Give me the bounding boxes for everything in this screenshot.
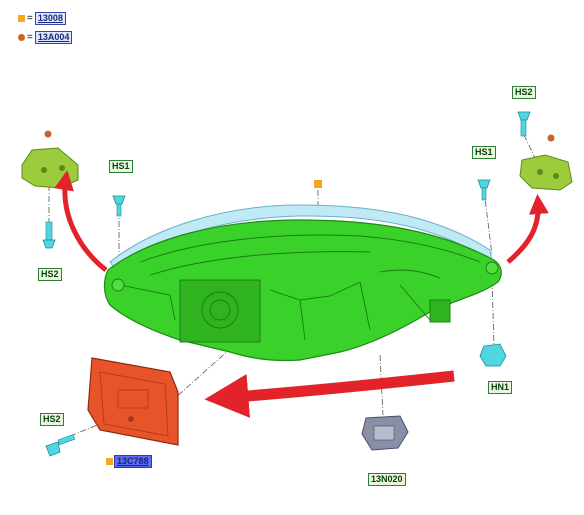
legend-equals: = [27,31,33,43]
screw-hs1-left [112,195,126,217]
circle-icon [18,34,25,41]
legend-code-13a004[interactable]: 13A004 [34,31,73,44]
left-mounting-bracket [21,147,79,189]
callout-hs2-top-right[interactable]: HS2 [512,86,536,99]
control-module [87,357,179,446]
legend-code-13008[interactable]: 13008 [34,12,66,25]
screw-hs2-bottom-left [45,434,76,457]
callout-hn1[interactable]: HN1 [488,381,513,394]
square-icon [106,458,113,465]
bracket-hole [553,173,559,179]
square-icon [314,180,322,188]
screw-hs1-right [477,179,491,201]
arrow-left-bracket [54,170,108,272]
bracket-hole [537,169,543,175]
legend-equals: = [27,12,33,24]
callout-module-13c788[interactable]: 13C788 [114,455,152,468]
screw-hs2-top-right [517,111,531,137]
screw-hs2-left [42,221,56,249]
circle-icon [547,134,555,142]
callout-hs2-bottom-left[interactable]: HS2 [40,413,64,426]
legend-row-2: = 13A004 [18,31,73,44]
bulb-socket [361,415,409,451]
headlamp-housing [103,219,502,362]
callout-bulb-socket-13n020[interactable]: 13N020 [368,473,406,486]
callout-hs2-left[interactable]: HS2 [38,268,62,281]
headlamp-details [111,234,499,343]
arrow-right-bracket [506,194,549,264]
arrow-module-removal [204,370,455,418]
right-mounting-bracket [519,154,573,191]
bracket-hole [41,167,47,173]
bracket-hole [59,165,65,171]
callout-hs1-right[interactable]: HS1 [472,146,496,159]
square-icon [18,15,25,22]
legend-row-1: = 13008 [18,12,66,25]
circle-icon [44,130,52,138]
nut-hn1 [479,343,507,367]
callout-hs1-left[interactable]: HS1 [109,160,133,173]
